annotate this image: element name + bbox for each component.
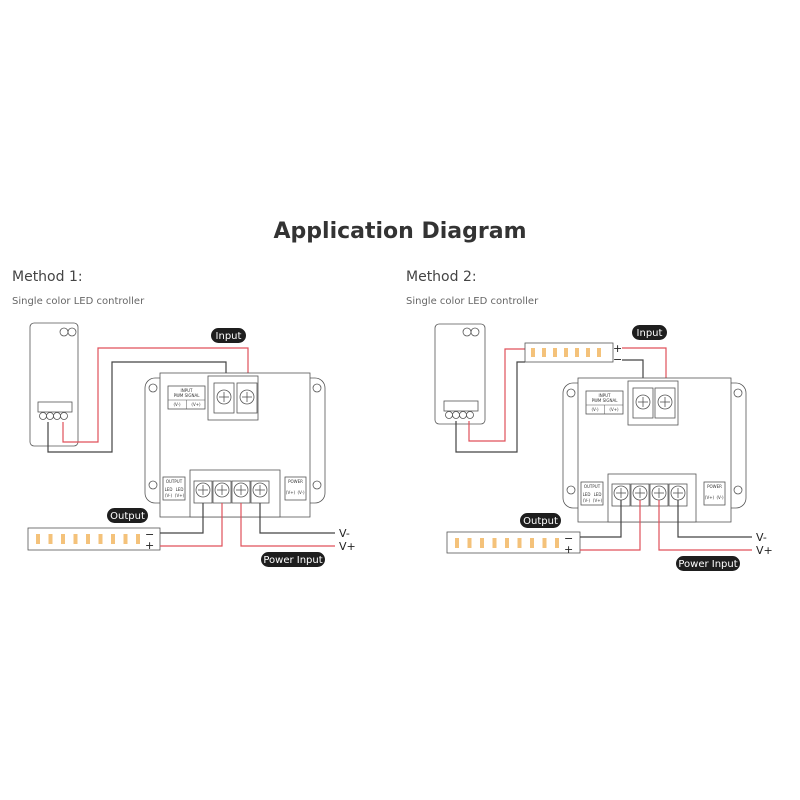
input-label: INPUT: [181, 388, 194, 393]
power-pill: [676, 556, 740, 571]
page-title: Application Diagram: [274, 219, 527, 244]
strip-plus: +: [613, 342, 622, 355]
v-plus-label: V+: [339, 540, 356, 553]
led-chip: [86, 534, 90, 544]
vplus-label: (V+): [593, 498, 603, 503]
power-red-wire: [658, 500, 752, 551]
led-chip: [553, 348, 557, 357]
vminus-label: (V-): [165, 493, 173, 498]
method-2: Method 2: Single color LED controller + …: [406, 269, 773, 571]
power-box-label: POWER: [288, 479, 303, 484]
output-red-wire: [160, 503, 223, 547]
output-pill: [107, 508, 148, 523]
led-chip: [98, 534, 103, 544]
output-pill: [520, 513, 561, 528]
input-pill: [632, 325, 667, 340]
vminus-label: (V-): [716, 495, 724, 500]
strip-minus: −: [613, 353, 622, 366]
output-tag: Output: [523, 516, 558, 527]
method-1: Method 1: Single color LED controller IN…: [12, 269, 356, 567]
led-chip: [542, 538, 547, 548]
power-red-wire: [240, 503, 335, 547]
led-chip: [111, 534, 115, 544]
v-plus-label: V+: [756, 544, 773, 557]
output-red-wire: [580, 500, 641, 551]
input-label: INPUT: [599, 393, 612, 398]
led-chip: [467, 538, 472, 548]
led-chip: [48, 534, 53, 544]
output-led-strip: − +: [446, 531, 581, 556]
led-label: LED: [176, 487, 184, 492]
strip-plus: +: [564, 543, 573, 556]
led-chip: [597, 348, 601, 357]
output-led-strip: − +: [27, 527, 161, 552]
vplus-label: (V+): [609, 407, 619, 412]
strip-plus: +: [145, 539, 154, 552]
vplus-label: (V+): [286, 490, 296, 495]
vplus-label: (V+): [175, 493, 185, 498]
led-chip: [564, 348, 568, 357]
power-pill: [261, 552, 325, 567]
black-wire: [455, 361, 525, 453]
red-wire: [62, 347, 249, 443]
power-black-wire: [677, 500, 752, 538]
led-chip: [123, 534, 128, 544]
vplus-label: (V+): [705, 495, 715, 500]
red-wire: [468, 348, 525, 442]
pwm-label: PWM SIGNAL: [174, 393, 201, 398]
input-tag: Input: [216, 331, 242, 342]
input-pill: [211, 328, 246, 343]
output-black-wire: [160, 503, 204, 534]
power-black-wire: [259, 503, 335, 534]
pwm-label: PWM SIGNAL: [592, 398, 619, 403]
output-box-label: OUTPUT: [166, 479, 183, 484]
input-tag: Input: [637, 328, 663, 339]
vminus-label: (V-): [583, 498, 591, 503]
output-tag: Output: [110, 511, 145, 522]
led-chip: [480, 538, 484, 548]
vminus-label: (V-): [297, 490, 305, 495]
dimmer-module: INPUT PWM SIGNAL (V-) (V+) OUTPUT LED LE…: [562, 377, 747, 523]
led-chip: [530, 538, 534, 548]
black-wire: [47, 361, 227, 453]
led-label: LED: [165, 487, 173, 492]
led-chip: [555, 538, 559, 548]
led-chip: [517, 538, 522, 548]
led-chip: [61, 534, 65, 544]
method-subtitle: Single color LED controller: [12, 296, 145, 307]
strip-minus: −: [564, 532, 573, 545]
led-controller: [29, 322, 79, 447]
v-minus-label: V-: [756, 531, 767, 544]
power-input-tag: Power Input: [678, 559, 737, 570]
led-label: LED: [583, 492, 591, 497]
output-box-label: OUTPUT: [584, 484, 601, 489]
led-chip: [575, 348, 579, 357]
v-minus-label: V-: [339, 527, 350, 540]
led-chip: [136, 534, 140, 544]
vminus-label: (V-): [591, 407, 599, 412]
led-chip: [505, 538, 509, 548]
power-box-label: POWER: [707, 484, 722, 489]
strip-red-wire: [622, 347, 667, 388]
led-chip: [542, 348, 546, 357]
led-chip: [73, 534, 78, 544]
method-subtitle: Single color LED controller: [406, 296, 539, 307]
dimmer-module: INPUT PWM SIGNAL (V-) (V+) OUTPUT LED LE…: [144, 372, 326, 518]
power-input-tag: Power Input: [263, 555, 322, 566]
led-chip: [455, 538, 459, 548]
led-controller: [434, 323, 486, 425]
method-heading: Method 1:: [12, 269, 83, 285]
strip-minus: −: [145, 528, 154, 541]
output-black-wire: [580, 500, 622, 538]
vminus-label: (V-): [173, 402, 181, 407]
led-chip: [492, 538, 497, 548]
method-heading: Method 2:: [406, 269, 477, 285]
input-led-strip: + −: [524, 342, 622, 366]
led-chip: [36, 534, 40, 544]
vplus-label: (V+): [191, 402, 201, 407]
led-chip: [586, 348, 590, 357]
led-label: LED: [594, 492, 602, 497]
led-chip: [531, 348, 535, 357]
